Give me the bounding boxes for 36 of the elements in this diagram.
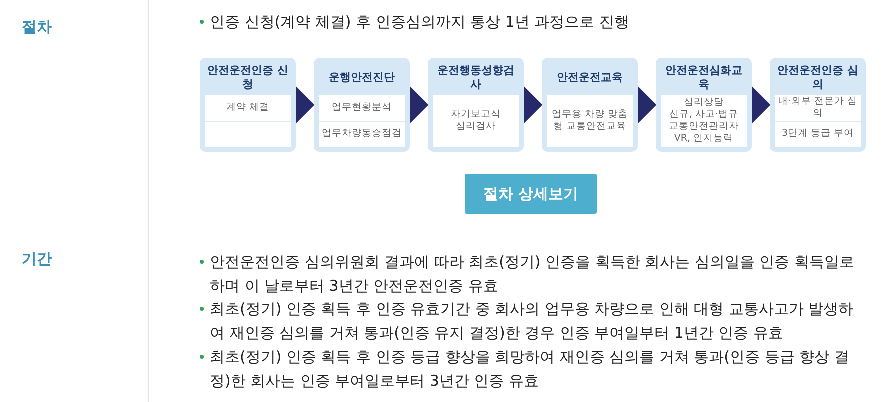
chevron-arrow [524,86,543,124]
step-title: 운행안전진단 [328,70,396,86]
step-detail: 자기보고식 [450,109,502,121]
step-title: 안전운전심화교육 [664,63,744,93]
bullet-text: 인증 신청(계약 체결) 후 인증심의까지 통상 1년 과정으로 진행 [198,10,863,34]
chevron-arrow [410,86,429,124]
step-detail: 신규, 사고·법규 [668,109,740,121]
step-title: 안전운전교육 [556,70,624,86]
step-detail: VR, 인지능력 [673,133,735,145]
section-heading: 기간 [22,250,52,269]
step-detail: 업무차량동승점검 [321,128,403,140]
step-title: 안전운전인증 신청 [206,63,290,93]
process-step-box [542,58,638,152]
process-step-box [770,58,866,152]
detail-button: 절차 상세보기 [465,174,597,214]
bullet-text: 최초(정기) 인증 획득 후 인증 등급 향상을 희망하여 재인증 심의를 거쳐 통과(인증 등급 향상 결정)한 회사는 인증 부여일로부터 3년간 인증 유효 [198,345,863,393]
step-detail: 교통안전관리자 [668,121,740,133]
process-step-box [200,58,296,152]
process-step-box [314,58,410,152]
chevron-arrow [296,86,315,124]
step-detail: 계약 체결 [225,102,271,114]
chevron-arrow [638,86,657,124]
step-title: 안전운전인증 심의 [776,63,860,93]
process-step-box [656,58,752,152]
bullet-text: 안전운전인증 심의위원회 결과에 따라 최초(정기) 인증을 획득한 회사는 심의일을 인증 획득일로 하며 이 날로부터 3년간 안전운전인증 유효 [198,250,863,298]
step-detail: 업무현황분석 [331,102,393,114]
step-detail: 3단계 등급 부여 [780,128,856,140]
step-title: 운전행동성향검사 [436,63,516,93]
chevron-arrow [752,86,771,124]
step-detail: 심리검사 [455,121,497,133]
step-detail: 업무용 차량 맞춤형 교통안전교육 [550,109,630,133]
process-step-box [428,58,524,152]
section-heading: 절차 [22,18,52,37]
step-detail: 심리상담 [683,97,725,109]
step-detail: 내·외부 전문가 심의 [777,96,859,120]
bullet-text: 최초(정기) 인증 획득 후 인증 유효기간 중 회사의 업무용 차량으로 인해 대형 교통사고가 발생하여 재인증 심의를 거쳐 통과(인증 유지 결정)한 경우 인증 부여일부터 1년간 인증 유효 [198,297,863,345]
